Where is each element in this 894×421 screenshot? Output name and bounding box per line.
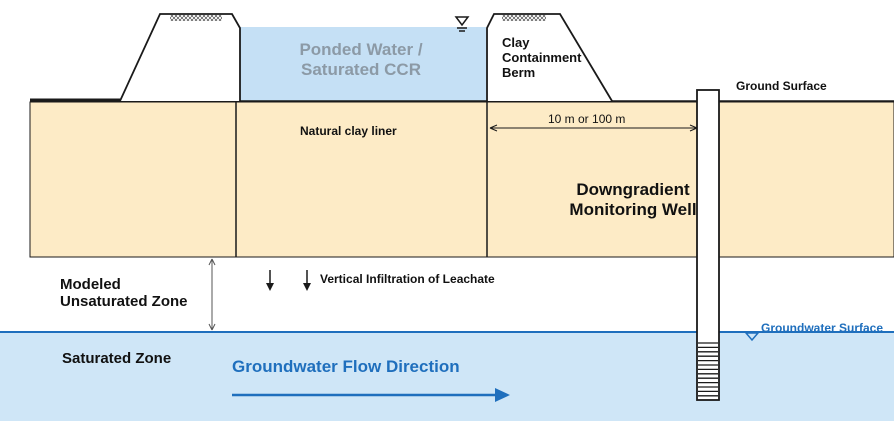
unsaturated-zone-line: Unsaturated Zone [60,293,188,311]
right-berm [486,13,613,102]
groundwater-flow-arrow [232,388,510,402]
water-table-triangle-icon [454,16,470,32]
unsaturated-zone-dimension [208,258,216,331]
vertical-infiltration-label: Vertical Infiltration of Leachate [320,272,495,286]
ponded-water-label: Ponded Water / Saturated CCR [236,40,486,79]
groundwater-flow-label: Groundwater Flow Direction [232,357,460,376]
ground-surface-label: Ground Surface [736,79,827,93]
ponded-water-line: Ponded Water / [299,40,423,59]
natural-clay-liner-layer [29,101,894,258]
clay-berm-line: Berm [502,64,536,80]
clay-berm-line: Containment [502,49,582,65]
ponded-water [236,27,486,101]
monitoring-well-label: Downgradient Monitoring Well [548,180,718,219]
saturated-zone [0,332,894,421]
distance-dimension-arrow [489,124,698,132]
hatch-pattern-icon [170,14,222,21]
unsaturated-zone-label: Modeled Unsaturated Zone [60,276,188,311]
monitoring-well-line: Downgradient [576,180,690,199]
clay-berm-line: Clay [502,35,530,50]
distance-label: 10 m or 100 m [548,112,626,126]
infiltration-arrow [266,270,274,291]
well-screen [698,342,718,397]
saturated-zone-label: Saturated Zone [62,350,172,367]
clay-berm-label: Clay Containment Berm [502,35,582,81]
ponded-water-line: Saturated CCR [301,59,421,79]
monitoring-well-line: Monitoring Well [569,199,697,219]
hatch-pattern-icon [502,14,546,21]
unsaturated-zone-line: Modeled [60,276,121,293]
monitoring-well [696,89,720,401]
groundwater-surface-label: Groundwater Surface [761,321,884,335]
natural-clay-liner-label: Natural clay liner [300,124,397,138]
infiltration-arrow [303,270,311,291]
left-berm [119,13,241,102]
water-table-triangle-icon [744,332,760,342]
